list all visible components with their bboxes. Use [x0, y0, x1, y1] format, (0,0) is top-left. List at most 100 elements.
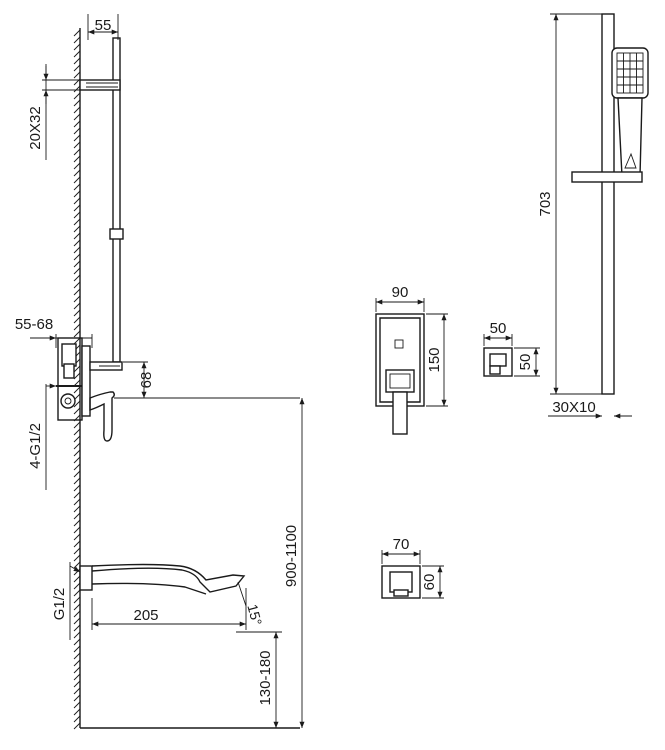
shower-nozzle-grid	[617, 53, 643, 93]
dim-spout-end-width: 70	[393, 536, 410, 553]
wall-hatch-stroke	[73, 204, 81, 212]
wall-hatch-stroke	[73, 267, 81, 275]
wall-hatch-stroke	[73, 456, 81, 464]
wall-hatch-stroke	[73, 120, 81, 128]
wall-hatch-stroke	[73, 190, 81, 198]
wall-hatch-stroke	[73, 232, 81, 240]
wall-hatch-stroke	[73, 92, 81, 100]
side-dimensions: 55 20X32 55-68 68 4-G1/2 900-1100 G1/2	[15, 14, 305, 728]
wall-hatch-stroke	[73, 519, 81, 527]
wall-hatch-stroke	[73, 435, 81, 443]
wall-hatch-stroke	[73, 302, 81, 310]
wall-hatch-stroke	[73, 127, 81, 135]
rail-shelf	[571, 171, 643, 183]
wall-hatch-stroke	[73, 85, 81, 93]
wall-hatch-stroke	[73, 57, 81, 65]
wall-hatch-stroke	[73, 498, 81, 506]
wall-hatch-stroke	[73, 176, 81, 184]
wall-hatch-stroke	[73, 631, 81, 639]
wall-hatch-stroke	[73, 512, 81, 520]
wall-hatch-stroke	[73, 575, 81, 583]
dim-mixer-height: 900-1100	[283, 525, 300, 587]
wall-hatching	[73, 29, 81, 730]
dim-inlet-thread: 4-G1/2	[27, 423, 44, 469]
wall-hatch-stroke	[73, 64, 81, 72]
wall-hatch-stroke	[73, 162, 81, 170]
wall-hatch-stroke	[73, 36, 81, 44]
wall-hatch-stroke	[73, 484, 81, 492]
wall-hatch-stroke	[73, 596, 81, 604]
wall-hatch-stroke	[73, 274, 81, 282]
wall-hatch-stroke	[73, 239, 81, 247]
top-wall-bracket	[79, 79, 121, 91]
wall-hatch-stroke	[73, 141, 81, 149]
wall-hatch-stroke	[73, 29, 81, 37]
wall-hatch-stroke	[73, 582, 81, 590]
wall-hatch-stroke	[73, 505, 81, 513]
dim-holder-width: 50	[490, 320, 507, 337]
wall-hatch-stroke	[73, 603, 81, 611]
wall-hatch-stroke	[73, 50, 81, 58]
wall-hatch-stroke	[73, 526, 81, 534]
wall-hatch-stroke	[73, 295, 81, 303]
side-elevation	[56, 28, 300, 730]
wall-outlet-view: 50 50	[483, 320, 540, 377]
wall-hatch-stroke	[73, 134, 81, 142]
wall-hatch-stroke	[73, 645, 81, 653]
wall-hatch-stroke	[73, 183, 81, 191]
wall-hatch-stroke	[73, 113, 81, 121]
wall-plate-side	[81, 345, 91, 417]
wall-hatch-stroke	[73, 449, 81, 457]
wall-hatch-stroke	[73, 260, 81, 268]
mixer-lever	[89, 391, 115, 442]
wall-hatch-stroke	[73, 610, 81, 618]
wall-hatch-stroke	[73, 218, 81, 226]
dim-mixer-depth: 55-68	[15, 316, 53, 333]
spout-flange	[79, 565, 93, 591]
wall-hatch-stroke	[73, 253, 81, 261]
wall-hatch-stroke	[73, 428, 81, 436]
wall-hatch-stroke	[73, 638, 81, 646]
wall-hatch-stroke	[73, 533, 81, 541]
bath-spout	[91, 563, 246, 593]
wall-hatch-stroke	[73, 281, 81, 289]
wall-hatch-stroke	[73, 372, 81, 380]
wall-hatch-stroke	[73, 407, 81, 415]
rail-slider	[109, 228, 124, 240]
wall-hatch-stroke	[73, 71, 81, 79]
dim-holder-height: 50	[517, 354, 534, 371]
rail-front-view: 703 30X10	[537, 13, 649, 419]
mixer-front-view: 90 150	[375, 284, 448, 435]
wall-hatch-stroke	[73, 659, 81, 667]
wall-hatch-stroke	[73, 197, 81, 205]
dim-wall-bracket: 20X32	[27, 106, 44, 149]
dim-spout-height: 130-180	[257, 650, 274, 705]
wall-hatch-stroke	[73, 211, 81, 219]
wall-hatch-stroke	[73, 365, 81, 373]
wall-hatch-stroke	[73, 323, 81, 331]
wall-hatch-stroke	[73, 463, 81, 471]
wall-hatch-stroke	[73, 589, 81, 597]
wall-hatch-stroke	[73, 540, 81, 548]
wall-hatch-stroke	[73, 652, 81, 660]
dim-spout-end-height: 60	[421, 574, 438, 591]
wall-hatch-stroke	[73, 617, 81, 625]
wall-hatch-stroke	[73, 673, 81, 681]
wall-hatch-stroke	[73, 561, 81, 569]
dim-plate-width: 90	[392, 284, 409, 301]
wall-hatch-stroke	[73, 722, 81, 730]
dim-rail-section: 30X10	[552, 399, 595, 416]
wall-hatch-stroke	[73, 309, 81, 317]
wall-hatch-stroke	[73, 288, 81, 296]
wall-hatch-stroke	[73, 169, 81, 177]
wall-hatch-stroke	[73, 337, 81, 345]
dim-rail-offset: 55	[95, 17, 112, 34]
wall-hatch-stroke	[73, 701, 81, 709]
wall-hatch-stroke	[73, 694, 81, 702]
wall-hatch-stroke	[73, 624, 81, 632]
hand-shower-handle	[617, 97, 643, 177]
spout-front-view: 70 60	[381, 536, 444, 599]
wall-hatch-stroke	[73, 442, 81, 450]
wall-hatch-stroke	[73, 680, 81, 688]
